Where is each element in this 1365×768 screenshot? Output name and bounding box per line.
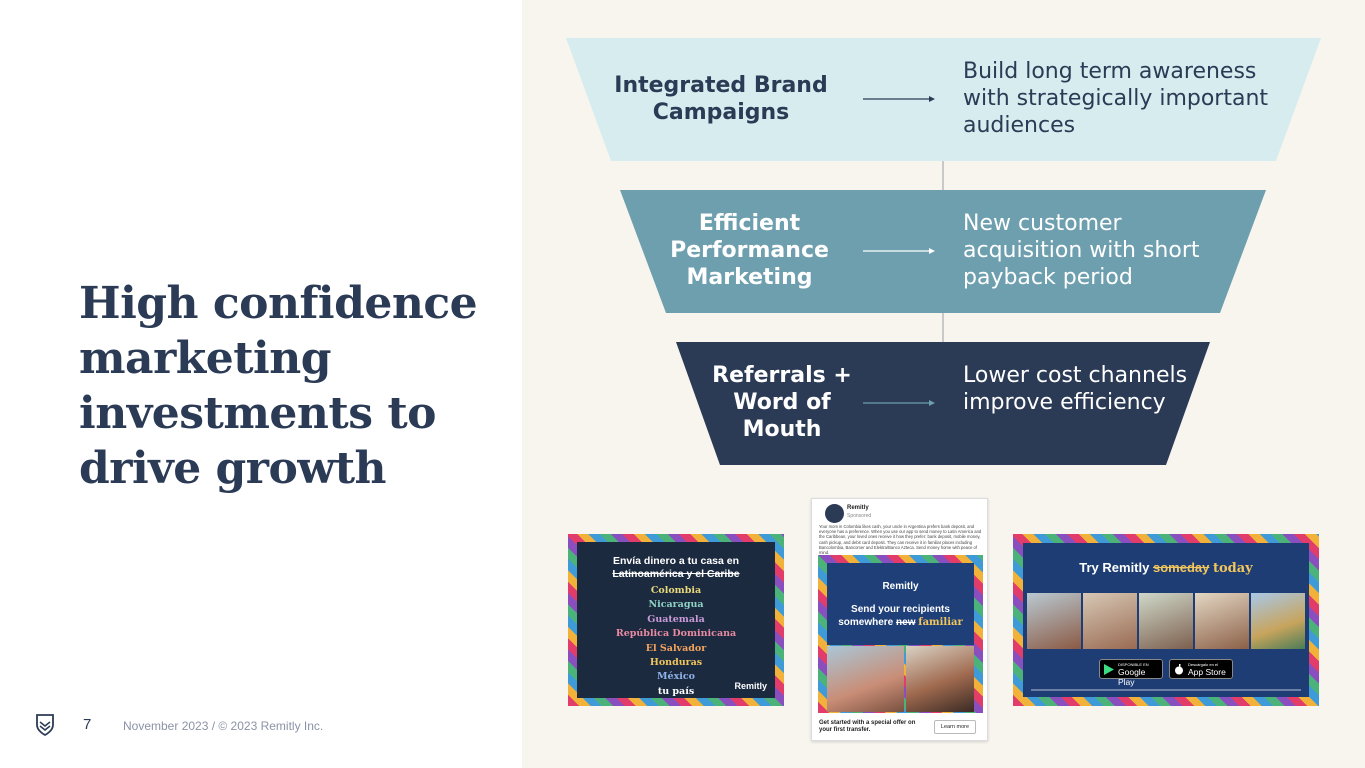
funnel-tier-1-shape [566,38,1321,161]
funnel-tier-1-description: Build long term awareness with strategic… [963,59,1269,138]
fine-print [1031,689,1301,691]
post-page-name: Remitly [847,505,869,511]
google-play-icon [1104,664,1114,675]
ad-creative-app-download: Try Remitly someday today DISPONIBLE EN … [1013,534,1319,706]
country-item: Nicaragua [648,599,704,611]
country-item: Colombia [650,585,702,596]
post-image-headline: Send your recipients somewhere new famil… [818,603,983,629]
photo-strip [1027,593,1305,649]
country-item: El Salvador [645,642,707,654]
country-item: México [657,671,695,683]
funnel-graphic [566,38,1321,465]
ad-creative-social-post: Remitly Sponsored Your mom in Colombia l… [811,498,988,741]
brand-logo: Remitly [882,581,919,592]
ad-title: Try Remitly someday today [1023,560,1309,576]
ad-title: Envía dinero a tu casa en Latinoamérica … [577,555,775,581]
remitly-shield-icon [36,714,54,737]
photo-woman [906,646,974,712]
post-text: Your mom in Colombia likes cash, your un… [819,524,982,556]
headline-line: somewhere new familiar [818,616,983,629]
post-image: Remitly Send your recipients somewhere n… [818,555,983,713]
funnel-tier-1-label: Integrated Brand Campaigns [614,73,828,125]
country-list: Colombia Nicaragua Guatemala República D… [577,584,775,699]
badge-small-text: Descárgalo en el [1188,662,1219,667]
photo [1251,593,1305,649]
headline-gold-word: familiar [918,617,963,628]
ad-panel: Try Remitly someday today DISPONIBLE EN … [1023,543,1309,697]
photo [1195,593,1249,649]
learn-more-button[interactable]: Learn more [934,720,976,734]
title-strike-word: someday [1152,560,1210,575]
ad-creative-spanish: Envía dinero a tu casa en Latinoamérica … [568,534,784,706]
photo [1027,593,1081,649]
country-item: Honduras [649,657,703,669]
funnel-tier-2-label: Efficient Performance Marketing [670,211,829,290]
apple-icon [1175,664,1183,675]
brand-logo: Remitly [734,681,767,691]
post-image-panel [827,563,974,645]
headline-strike-word: new [896,617,916,628]
footer-copyright: November 2023 / © 2023 Remitly Inc. [123,719,324,733]
funnel-tier-3-label: Referrals + Word of Mouth [712,363,852,442]
left-panel [0,0,522,768]
country-item: Guatemala [647,613,705,625]
funnel-tier-3-description: Lower cost channels improve efficiency [963,363,1188,415]
page-number: 7 [83,716,92,733]
badge-small-text: DISPONIBLE EN [1118,662,1149,667]
headline-line: Send your recipients [851,604,950,615]
photo-family [827,646,904,712]
country-item: tu país [657,685,695,697]
funnel-tier-2-shape [620,190,1266,313]
arrow-icon [863,248,935,254]
ad-panel: Envía dinero a tu casa en Latinoamérica … [577,542,775,698]
funnel-tier-3-shape [676,342,1210,465]
badge-big-text: Google Play [1118,667,1146,687]
google-play-badge[interactable]: DISPONIBLE EN Google Play [1099,659,1163,687]
country-item: República Dominicana [615,628,737,640]
app-store-badge[interactable]: Descárgalo en el App Store [1169,659,1233,679]
headline-word: somewhere [838,617,894,628]
title-gold-word: today [1212,561,1253,576]
avatar [825,504,844,523]
ad-title-line: Envía dinero a tu casa en [612,555,740,567]
slide-headline: High confidence marketing investments to… [79,278,478,494]
photo [1083,593,1137,649]
title-word: Try Remitly [1079,560,1150,575]
ad-title-strike-line: Latinoamérica y el Caribe [612,568,740,580]
post-sponsored-label: Sponsored [847,513,872,519]
arrow-icon [863,96,935,102]
funnel-tier-2-description: New customer acquisition with short payb… [963,211,1200,290]
badge-big-text: App Store [1188,667,1226,677]
post-cta-text: Get started with a special offer on your… [819,720,916,733]
photo [1139,593,1193,649]
arrow-icon [863,400,935,406]
